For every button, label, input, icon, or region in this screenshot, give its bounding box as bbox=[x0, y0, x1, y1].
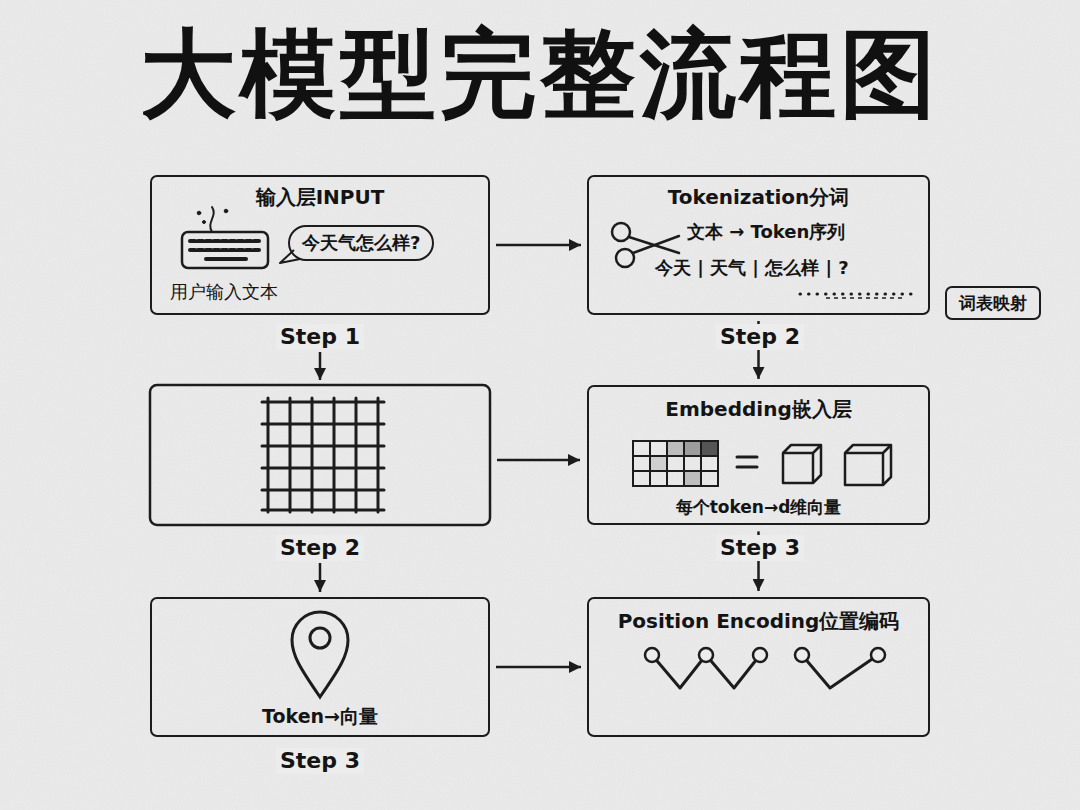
illustration-stroke bbox=[645, 648, 885, 662]
illustration-stroke bbox=[210, 207, 213, 232]
tokenization-box: Tokenization分词文本 → Token序列今天 | 天气 | 怎么样 … bbox=[587, 175, 930, 315]
step-label: Step 2 bbox=[716, 324, 804, 350]
illustration-stroke bbox=[633, 441, 718, 486]
input-box: 输入层INPUT 用户输入文本 今天气怎么样? bbox=[150, 175, 490, 315]
step-label: Step 3 bbox=[716, 535, 804, 561]
illustration-stroke bbox=[190, 248, 262, 252]
illustration-stroke bbox=[645, 648, 659, 662]
illustration-stroke bbox=[280, 250, 300, 263]
illustration-stroke bbox=[319, 563, 322, 592]
step-label: Step 2 bbox=[276, 535, 364, 561]
embedding-matrix bbox=[633, 441, 718, 486]
vector-cubes bbox=[783, 445, 891, 485]
diagram-title: 大模型完整流程图 bbox=[0, 22, 1080, 128]
illustration-stroke bbox=[699, 648, 713, 662]
illustration-stroke bbox=[150, 385, 490, 525]
illustration-stroke bbox=[684, 471, 701, 486]
vocab-tag: 词表映射 bbox=[945, 286, 1041, 320]
illustration-stroke bbox=[826, 297, 906, 299]
node-heading: 今天气怎么样? bbox=[302, 232, 420, 254]
illustration-stroke bbox=[800, 293, 916, 296]
illustration-stroke bbox=[612, 223, 630, 241]
keyboard-icon bbox=[182, 207, 268, 268]
illustration-stroke bbox=[497, 459, 580, 462]
illustration-stroke bbox=[845, 445, 891, 485]
illustration-stroke bbox=[224, 209, 228, 213]
illustration-stroke bbox=[616, 249, 634, 267]
token-vector-box: Token→向量 bbox=[150, 597, 490, 737]
node-text: 今天 | 天气 | 怎么样 | ? bbox=[655, 257, 849, 279]
illustration-stroke bbox=[737, 457, 757, 467]
node-heading: 词表映射 bbox=[959, 293, 1027, 313]
illustration-stroke bbox=[650, 456, 667, 471]
node-heading: Token→向量 bbox=[262, 705, 378, 728]
illustration-stroke bbox=[206, 257, 246, 261]
position-zigzag bbox=[645, 648, 885, 688]
illustration-stroke bbox=[629, 237, 679, 253]
step-label: Step 3 bbox=[276, 748, 364, 774]
node-text: 用户输入文本 bbox=[170, 281, 278, 303]
illustration-stroke bbox=[783, 445, 821, 483]
flow-arrow bbox=[496, 244, 581, 247]
illustration-stroke bbox=[753, 648, 767, 662]
equals-sign bbox=[737, 457, 757, 467]
node-text: 文本 → Token序列 bbox=[687, 221, 845, 243]
step-label: Step 1 bbox=[276, 324, 364, 350]
illustration-stroke bbox=[190, 239, 262, 243]
location-pin bbox=[292, 612, 348, 697]
embedding-box: Embedding嵌入层每个token→d维向量 bbox=[587, 385, 930, 525]
node-heading: Tokenization分词 bbox=[668, 185, 850, 209]
flow-arrow bbox=[496, 666, 581, 669]
illustration-stroke bbox=[203, 221, 206, 224]
illustration-stroke bbox=[197, 211, 201, 215]
node-text: 每个token→d维向量 bbox=[676, 497, 842, 517]
node-heading: Position Encoding位置编码 bbox=[618, 609, 900, 633]
illustration-stroke bbox=[319, 352, 322, 380]
speech-bubble: 今天气怎么样? bbox=[288, 225, 434, 261]
illustration-stroke bbox=[310, 628, 330, 648]
illustration-stroke bbox=[292, 612, 348, 697]
position-encoding-box: Position Encoding位置编码 bbox=[587, 597, 930, 737]
node-heading: 输入层INPUT bbox=[256, 185, 385, 209]
illustration-stroke bbox=[262, 398, 384, 512]
node-heading: Embedding嵌入层 bbox=[665, 397, 851, 421]
grid-box bbox=[150, 385, 490, 525]
dotted-leader bbox=[800, 294, 916, 298]
illustration-stroke bbox=[182, 232, 268, 268]
illustration-stroke bbox=[701, 441, 718, 456]
bubble-tail bbox=[280, 250, 300, 263]
illustration-stroke bbox=[795, 648, 809, 662]
illustration-stroke bbox=[684, 441, 701, 456]
illustration-stroke bbox=[871, 648, 885, 662]
illustration-stroke bbox=[667, 441, 684, 456]
illustration-stroke bbox=[633, 236, 679, 253]
